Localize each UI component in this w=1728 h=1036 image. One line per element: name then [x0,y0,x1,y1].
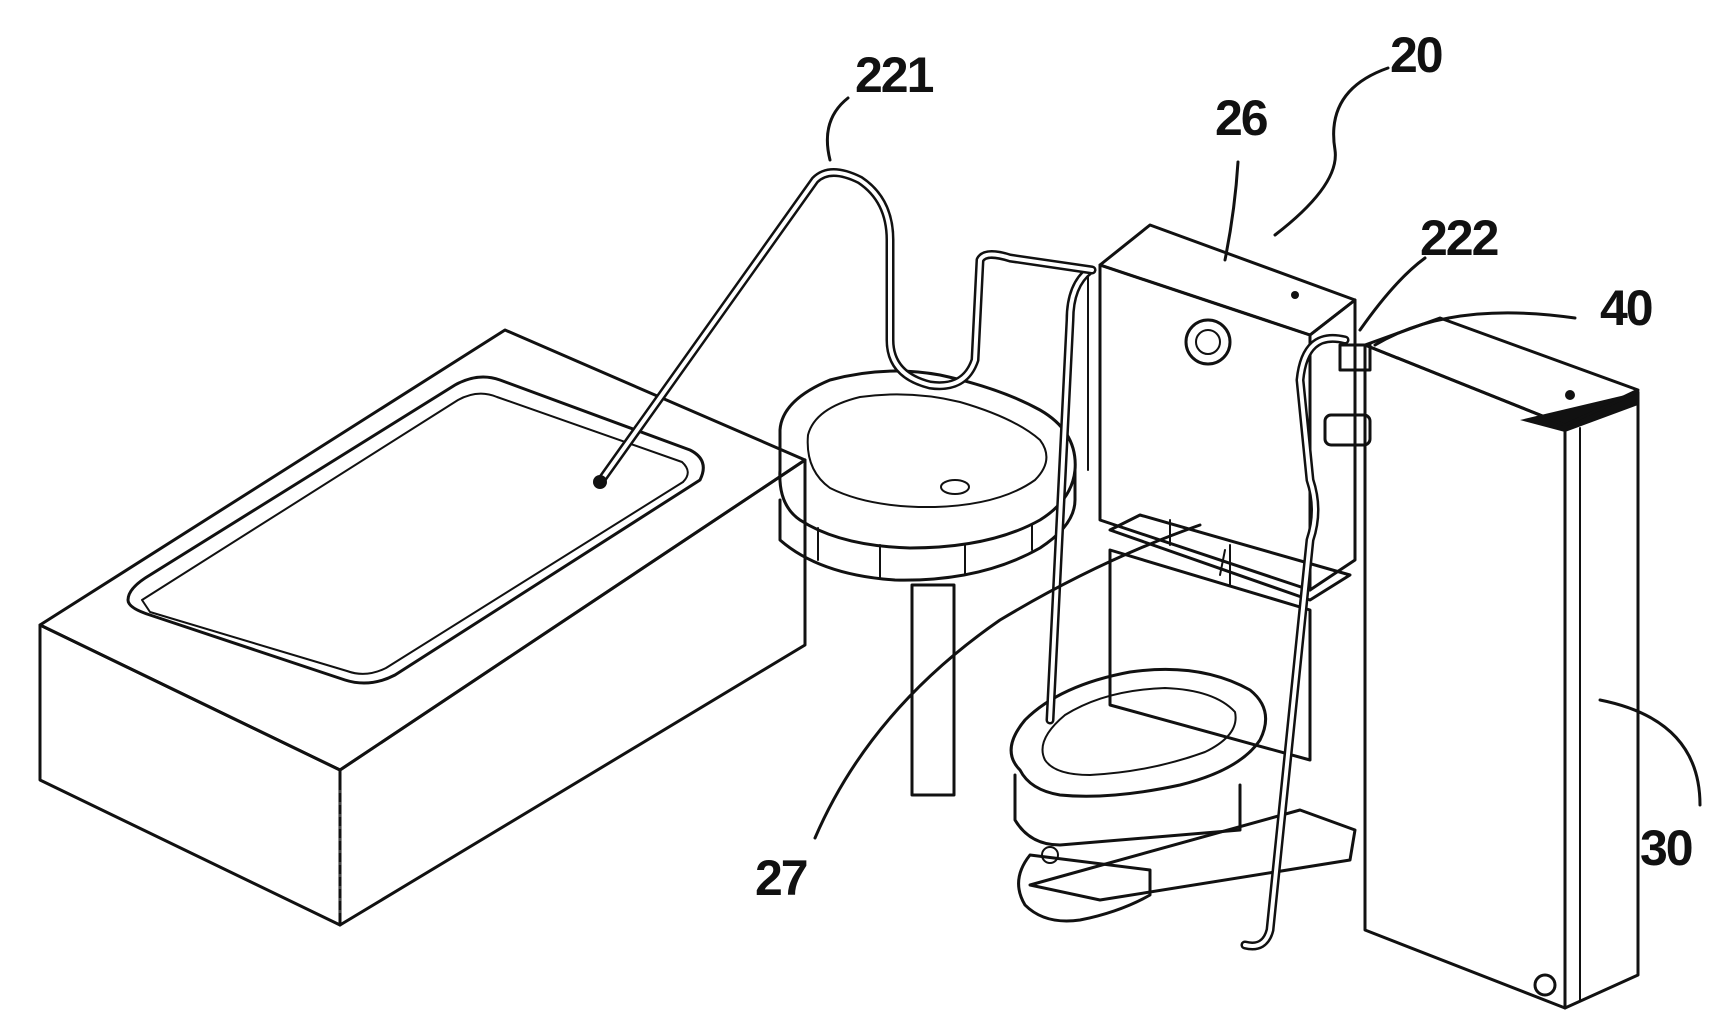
sink [778,369,1077,797]
storage-tank [1363,316,1640,1010]
label-30: 30 [1640,820,1692,876]
label-26: 26 [1215,90,1267,146]
label-20: 20 [1390,27,1442,83]
leader-lines [813,66,1702,840]
label-40: 40 [1600,280,1652,336]
wall-unit [1087,223,1357,592]
shower-pipe [593,168,1097,489]
handrail [1045,265,1350,951]
bathtub [38,328,807,927]
toilet [1009,667,1357,923]
label-27: 27 [755,850,807,906]
seat-box [1108,513,1352,762]
label-221: 221 [855,47,934,103]
reference-labels: 221 20 26 222 40 27 30 [755,27,1694,906]
connector [1323,343,1372,447]
label-222: 222 [1420,210,1498,266]
